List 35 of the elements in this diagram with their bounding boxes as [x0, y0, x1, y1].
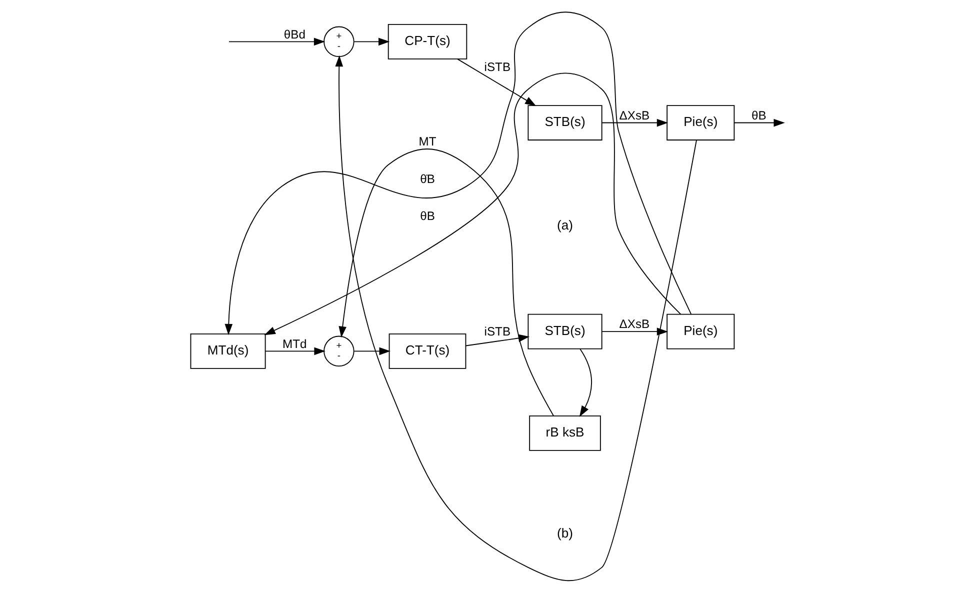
node-box: rB ksB — [528, 415, 600, 451]
node-box: Pie(s) — [666, 105, 734, 140]
node-box: Pie(s) — [666, 314, 734, 350]
edge-label: MT — [418, 134, 436, 149]
arrow — [224, 12, 692, 336]
edge-label: iSTB — [484, 60, 510, 74]
node-box: STB(s) — [527, 105, 602, 140]
arrow — [601, 328, 668, 336]
node-box: CT-T(s) — [388, 333, 466, 369]
arrow — [264, 347, 325, 356]
edge-label: θB — [420, 209, 434, 224]
edge-label: θBd — [283, 27, 305, 42]
edge-label: θ̇B — [420, 172, 434, 186]
arrow — [353, 347, 390, 356]
arrow — [578, 348, 592, 417]
arrow — [733, 118, 784, 127]
label: (a) — [556, 218, 572, 233]
arrow — [456, 58, 536, 106]
node-circle: + - — [323, 26, 354, 58]
node-box: CP-T(s) — [387, 24, 467, 60]
arrow — [601, 118, 668, 127]
node-box: MTd(s) — [190, 333, 266, 369]
node-box: STB(s) — [527, 314, 602, 350]
node-circle: + - — [323, 336, 354, 367]
edge-label: iSTB — [484, 324, 510, 339]
edge-label: ΔXsB — [618, 317, 650, 332]
edge-label: MTd — [282, 336, 306, 351]
arrow — [353, 38, 390, 46]
arrow — [334, 55, 696, 581]
arrow — [264, 72, 681, 336]
arrow — [228, 38, 325, 46]
label: (b) — [556, 525, 572, 540]
arrow — [338, 148, 554, 416]
edge-label: ΔXsB — [618, 108, 650, 122]
edge-label: θB — [750, 108, 766, 122]
